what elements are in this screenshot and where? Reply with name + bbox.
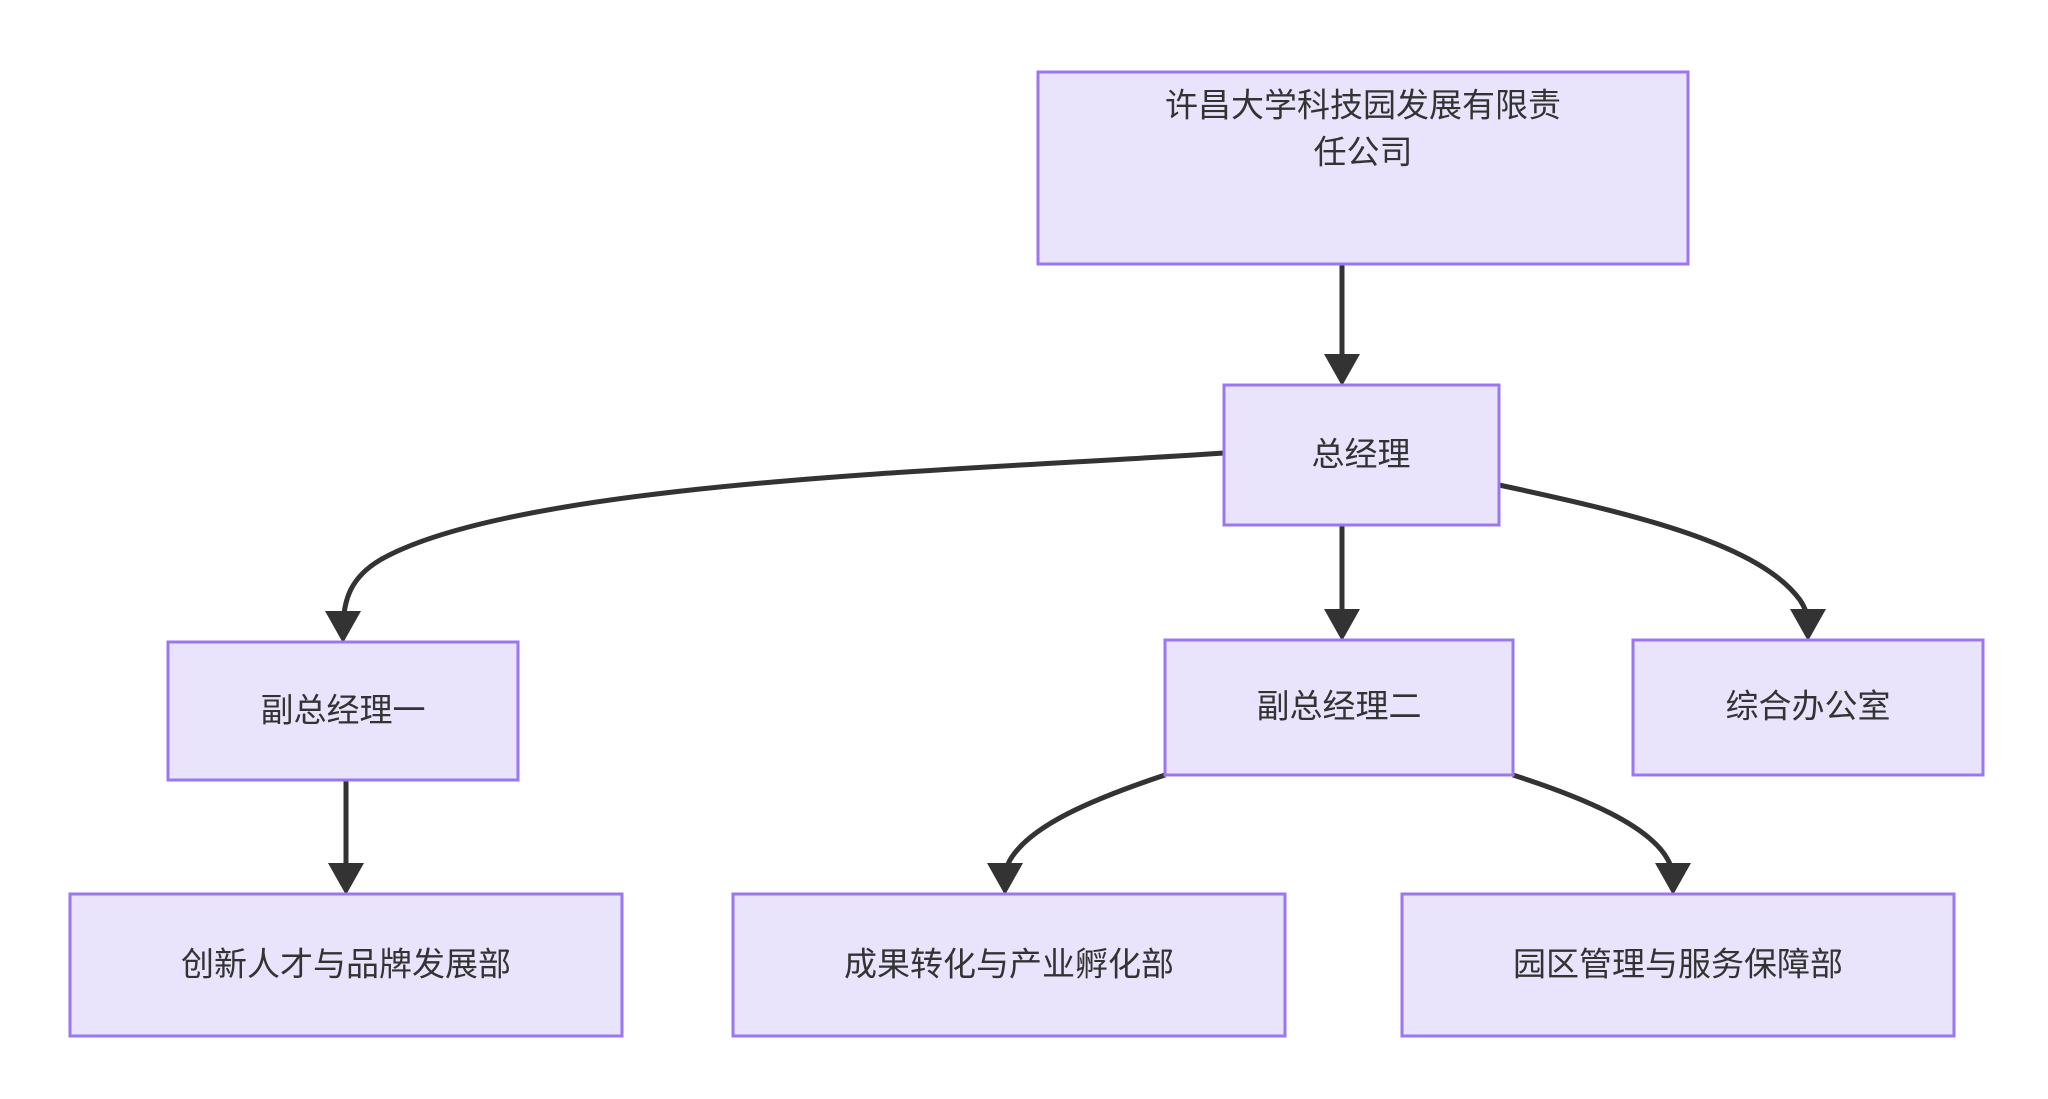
node-achievement-transform-incubation-dept-box[interactable] xyxy=(731,892,1287,1038)
edge-general-manager-to-deputy-gm-1 xyxy=(325,450,1225,643)
node-innovation-talent-brand-dept-label: 创新人才与品牌发展部 xyxy=(181,946,511,983)
node-general-manager-box[interactable] xyxy=(1222,383,1501,527)
arrowhead-icon xyxy=(328,863,364,895)
arrowhead-icon xyxy=(1324,354,1360,386)
arrowhead-icon xyxy=(1790,609,1826,641)
arrowhead-icon xyxy=(987,863,1023,895)
arrowhead-icon xyxy=(1324,609,1360,641)
arrowhead-icon xyxy=(1655,863,1691,895)
node-company[interactable]: 许昌大学科技园发展有限责 任公司 xyxy=(1036,70,1690,266)
node-park-management-service-dept-box[interactable] xyxy=(1400,892,1956,1038)
edge-line xyxy=(340,450,1225,627)
node-park-management-service-dept-label: 园区管理与服务保障部 xyxy=(1513,946,1843,983)
node-general-manager-label: 总经理 xyxy=(1312,436,1411,473)
node-innovation-talent-brand-dept-box[interactable] xyxy=(68,892,624,1038)
node-layer: 许昌大学科技园发展有限责 任公司 总经理 副总经理一 副总经理二 综合办公室 xyxy=(68,70,1985,1038)
arrowhead-icon xyxy=(325,611,361,643)
node-achievement-transform-incubation-dept-label: 成果转化与产业孵化部 xyxy=(844,946,1174,983)
edge-layer xyxy=(325,264,1826,895)
edge-company-to-general-manager xyxy=(1324,264,1360,386)
node-deputy-gm-2-box[interactable] xyxy=(1163,638,1515,777)
edge-line xyxy=(1512,772,1676,879)
node-deputy-gm-1-label: 副总经理一 xyxy=(261,692,426,729)
edge-deputy-gm-1-to-innovation-dept xyxy=(328,780,364,895)
node-park-management-service-dept[interactable]: 园区管理与服务保障部 xyxy=(1400,892,1956,1038)
node-general-manager[interactable]: 总经理 xyxy=(1222,383,1501,527)
node-achievement-transform-incubation-dept[interactable]: 成果转化与产业孵化部 xyxy=(731,892,1287,1038)
node-company-label-line1: 许昌大学科技园发展有限责 xyxy=(1165,87,1561,124)
node-company-label-line2: 任公司 xyxy=(1314,134,1413,171)
edge-general-manager-to-general-office xyxy=(1498,482,1826,641)
node-deputy-gm-1[interactable]: 副总经理一 xyxy=(166,640,520,782)
edge-deputy-gm-2-to-achievement-dept xyxy=(987,772,1166,895)
node-general-office[interactable]: 综合办公室 xyxy=(1631,638,1985,777)
edge-line xyxy=(1002,772,1166,879)
node-general-office-label: 综合办公室 xyxy=(1726,688,1891,725)
node-company-box[interactable] xyxy=(1036,70,1690,266)
edge-deputy-gm-2-to-park-dept xyxy=(1512,772,1691,895)
node-deputy-gm-2[interactable]: 副总经理二 xyxy=(1163,638,1515,777)
edge-line xyxy=(1498,482,1811,625)
node-deputy-gm-2-label: 副总经理二 xyxy=(1257,688,1422,725)
node-innovation-talent-brand-dept[interactable]: 创新人才与品牌发展部 xyxy=(68,892,624,1038)
node-general-office-box[interactable] xyxy=(1631,638,1985,777)
node-deputy-gm-1-box[interactable] xyxy=(166,640,520,782)
edge-general-manager-to-deputy-gm-2 xyxy=(1324,525,1360,641)
